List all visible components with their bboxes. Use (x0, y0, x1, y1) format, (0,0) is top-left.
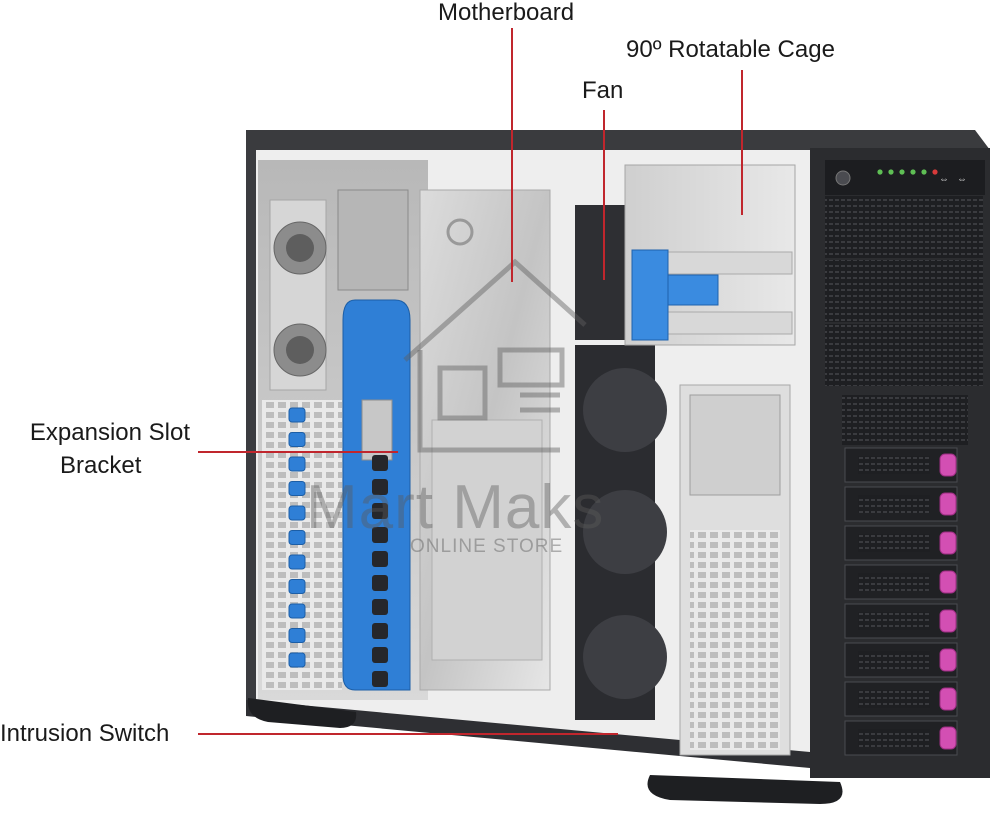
drive-bay-grille (858, 651, 930, 669)
usb-label-2: ⇔ (957, 174, 967, 185)
status-led (921, 169, 927, 175)
slot-clip (288, 530, 306, 545)
drive-bay-grille (858, 729, 930, 747)
drive-bay-latch (939, 648, 957, 672)
watermark-tagline: ONLINE STORE (410, 536, 564, 557)
slot-clip (288, 407, 306, 423)
status-led (877, 169, 883, 175)
status-led (899, 169, 905, 175)
slot-clip (288, 652, 306, 668)
drive-bay-grille (858, 495, 930, 513)
drive-bay-grille (858, 534, 930, 552)
slot-clip (288, 579, 306, 594)
status-led (888, 169, 894, 175)
watermark-house-icon (403, 258, 587, 453)
usb-label-1: ⇔ (939, 174, 949, 185)
drive-bay-latch (939, 453, 957, 477)
slot-clip (288, 628, 306, 643)
drive-bay-grille (858, 573, 930, 591)
slot-clip (288, 554, 306, 570)
drive-bay-latch (939, 570, 957, 594)
rotatable-cage (624, 164, 796, 346)
status-led (932, 169, 938, 175)
drive-cage (679, 384, 791, 756)
chassis-feet (247, 698, 843, 804)
expansion-slot-bracket (337, 189, 411, 691)
leader-lines (198, 28, 743, 735)
slot-clip (372, 455, 388, 471)
slot-clip (372, 575, 388, 591)
drive-bay-grille (858, 612, 930, 630)
drive-bays (844, 447, 958, 756)
slot-clip (288, 603, 306, 619)
drive-bay-latch (939, 687, 957, 711)
slot-clip (288, 456, 306, 472)
watermark-name: Mart Maks (306, 473, 605, 542)
slot-clip (372, 599, 388, 615)
label-expansion-line2: Bracket (60, 452, 142, 479)
slot-clip (288, 432, 306, 447)
fan-stack (575, 205, 667, 720)
slot-clips-left (288, 407, 306, 668)
slot-clip (372, 623, 388, 639)
slot-clip (372, 647, 388, 663)
drive-bay-latch (939, 492, 957, 516)
slot-clip (288, 505, 306, 521)
slot-clip (372, 527, 388, 543)
slot-clip (372, 503, 388, 519)
slot-clip (372, 479, 388, 495)
motherboard-tray (419, 189, 551, 691)
label-cage: 90º Rotatable Cage (626, 36, 835, 63)
drive-bay-latch (939, 726, 957, 750)
slot-clip (288, 481, 306, 496)
drive-bay-latch (939, 609, 957, 633)
label-fan: Fan (582, 77, 624, 104)
drive-bay-grille (858, 690, 930, 708)
slot-clip (372, 671, 388, 687)
status-led (910, 169, 916, 175)
drive-bay-grille (858, 456, 930, 474)
front-panel-leds (877, 169, 938, 175)
drive-bay-latch (939, 531, 957, 555)
label-expansion-line1: Expansion Slot (29, 419, 190, 446)
label-motherboard: Motherboard (438, 0, 575, 26)
slot-clip (372, 551, 388, 567)
label-intrusion: Intrusion Switch (0, 720, 170, 747)
slot-clips-right (372, 455, 388, 687)
